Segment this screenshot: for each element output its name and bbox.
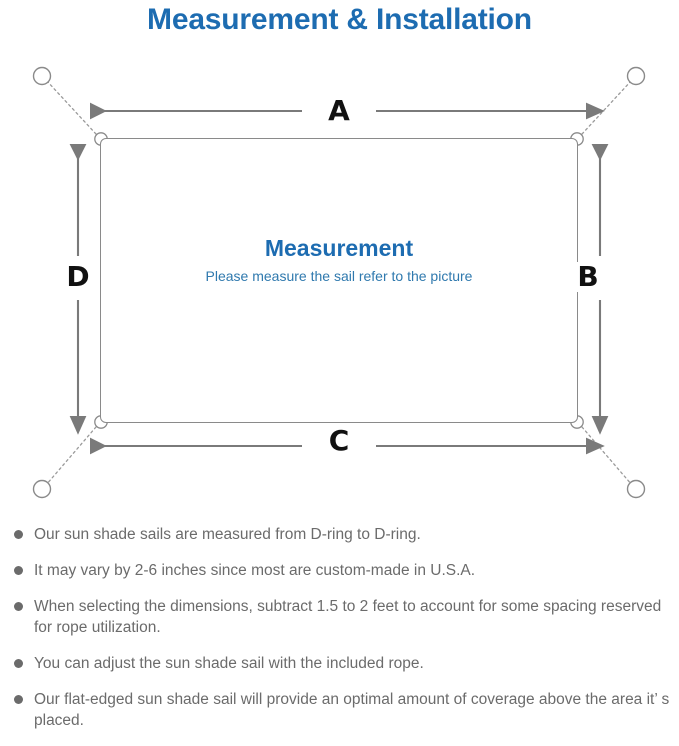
bullet-icon <box>14 566 23 575</box>
measurement-subtext: Please measure the sail refer to the pic… <box>205 268 473 284</box>
dimension-label-a: A <box>309 96 369 126</box>
list-item: Our flat-edged sun shade sail will provi… <box>8 689 676 731</box>
dimension-arrows <box>69 102 609 455</box>
anchor-points <box>32 66 646 499</box>
page-title: Measurement & Installation <box>147 3 532 36</box>
notes-list: Our sun shade sails are measured from D-… <box>8 524 676 746</box>
bullet-icon <box>14 659 23 668</box>
rope-top-right <box>581 79 633 135</box>
measurement-heading: Measurement <box>264 235 414 261</box>
anchor-point-top-right-icon <box>626 66 646 86</box>
note-text: You can adjust the sun shade sail with t… <box>34 655 424 672</box>
anchor-point-top-left-icon <box>32 66 52 86</box>
sail-rectangle <box>100 138 578 423</box>
anchor-point-bottom-right-icon <box>626 479 646 499</box>
note-text: It may vary by 2-6 inches since most are… <box>34 562 476 579</box>
bullet-icon <box>14 602 23 611</box>
dimension-label-d: D <box>60 262 96 292</box>
rope-bottom-left <box>45 426 97 486</box>
rope-top-left <box>45 79 97 135</box>
list-item: When selecting the dimensions, subtract … <box>8 596 676 638</box>
list-item: It may vary by 2-6 inches since most are… <box>8 560 676 581</box>
list-item: You can adjust the sun shade sail with t… <box>8 653 676 674</box>
bullet-icon <box>14 530 23 539</box>
note-text: Our sun shade sails are measured from D-… <box>34 526 421 543</box>
sun-shade-sail-measurement-diagram: Measurement Please measure the sail refe… <box>0 48 679 518</box>
dimension-label-c: C <box>309 426 369 456</box>
list-item: Our sun shade sails are measured from D-… <box>8 524 676 545</box>
note-text: When selecting the dimensions, subtract … <box>34 598 662 636</box>
dimension-label-b: B <box>570 262 606 292</box>
note-text: Our flat-edged sun shade sail will provi… <box>34 691 670 729</box>
anchor-point-bottom-left-icon <box>32 479 52 499</box>
sail-center-labels: Measurement Please measure the sail refe… <box>100 233 578 289</box>
rope-bottom-right <box>581 426 633 486</box>
rope-lines <box>45 79 633 486</box>
bullet-icon <box>14 695 23 704</box>
